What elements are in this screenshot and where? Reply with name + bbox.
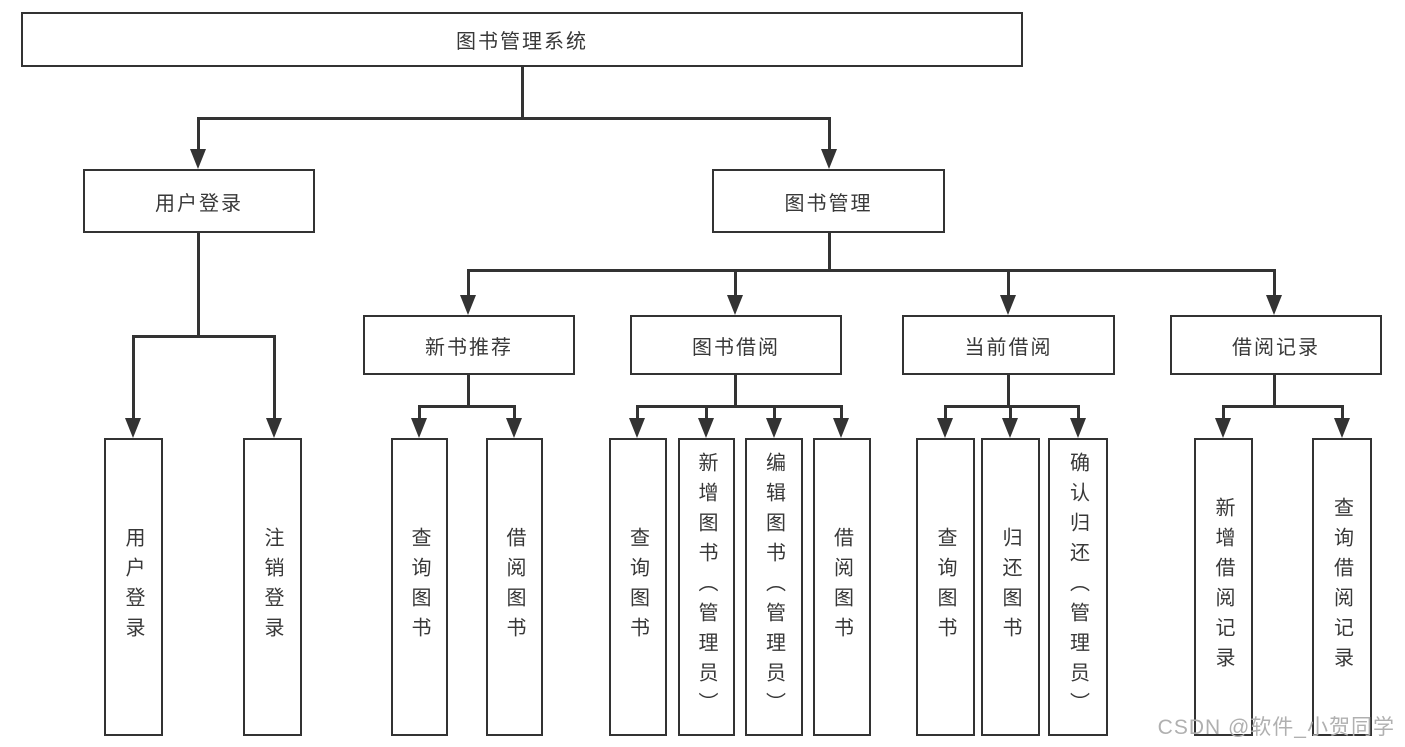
arrow-down-icon xyxy=(698,418,714,438)
node-label: 新书推荐 xyxy=(425,336,513,359)
leaf-edit-books-admin: 编辑图书（管理员） xyxy=(745,438,803,736)
connector-line xyxy=(417,404,421,426)
arrow-down-icon xyxy=(1266,295,1282,315)
node-user-login: 用户登录 xyxy=(83,169,315,233)
connector-line xyxy=(132,334,275,338)
node-library-system: 图书管理系统 xyxy=(21,12,1023,67)
node-label: 借阅记录 xyxy=(1232,336,1320,359)
arrow-down-icon xyxy=(460,295,476,315)
node-label: 借阅图书 xyxy=(503,527,525,647)
arrow-down-icon xyxy=(1215,418,1231,438)
connector-line xyxy=(196,233,200,338)
node-label: 新增借阅记录 xyxy=(1212,497,1234,677)
connector-line xyxy=(827,116,831,153)
node-label: 借阅图书 xyxy=(830,527,853,647)
connector-line xyxy=(827,232,831,272)
arrow-down-icon xyxy=(1000,295,1016,315)
connector-line xyxy=(512,404,516,426)
connector-line xyxy=(636,404,842,408)
node-label: 图书管理系统 xyxy=(456,31,588,53)
arrow-down-icon xyxy=(190,149,206,169)
leaf-query-borrow-record: 查询借阅记录 xyxy=(1312,438,1372,736)
node-label: 注销登录 xyxy=(261,527,283,647)
connector-line xyxy=(197,116,831,120)
leaf-borrow-books: 借阅图书 xyxy=(486,438,543,736)
csdn-watermark: CSDN @软件_小贺同学 xyxy=(1157,716,1395,739)
leaf-add-borrow-record: 新增借阅记录 xyxy=(1194,438,1253,736)
leaf-borrow-books: 借阅图书 xyxy=(813,438,871,736)
leaf-confirm-return-admin: 确认归还（管理员） xyxy=(1048,438,1108,736)
connector-line xyxy=(466,268,470,302)
node-label: 查询图书 xyxy=(934,527,956,647)
arrow-down-icon xyxy=(266,418,282,438)
connector-line xyxy=(1006,268,1010,302)
arrow-down-icon xyxy=(411,418,427,438)
node-book-management: 图书管理 xyxy=(712,169,945,233)
connector-line xyxy=(1221,404,1225,426)
connector-line xyxy=(1006,375,1010,408)
connector-line xyxy=(635,404,639,426)
connector-line xyxy=(272,334,276,423)
node-label: 查询借阅记录 xyxy=(1330,497,1353,677)
node-label: 用户登录 xyxy=(155,192,243,215)
leaf-return-books: 归还图书 xyxy=(981,438,1040,736)
connector-line xyxy=(733,268,737,302)
arrow-down-icon xyxy=(629,418,645,438)
node-label: 当前借阅 xyxy=(964,336,1053,359)
node-label: 用户登录 xyxy=(122,527,144,647)
leaf-logout: 注销登录 xyxy=(243,438,302,736)
connector-line xyxy=(772,404,776,426)
node-label: 查询图书 xyxy=(408,527,430,647)
node-borrow-records: 借阅记录 xyxy=(1170,315,1382,375)
leaf-query-books: 查询图书 xyxy=(916,438,975,736)
arrow-down-icon xyxy=(125,418,141,438)
connector-line xyxy=(704,404,708,426)
arrow-down-icon xyxy=(1002,418,1018,438)
node-label: 编辑图书（管理员） xyxy=(762,452,785,722)
arrow-down-icon xyxy=(821,149,837,169)
arrow-down-icon xyxy=(937,418,953,438)
arrow-down-icon xyxy=(506,418,522,438)
node-label: 新增图书（管理员） xyxy=(695,452,717,722)
connector-line xyxy=(1222,404,1343,408)
node-label: 图书管理 xyxy=(784,192,873,215)
node-book-borrow: 图书借阅 xyxy=(630,315,842,375)
connector-line xyxy=(196,116,200,153)
node-label: 查询图书 xyxy=(626,527,649,647)
connector-line xyxy=(733,375,737,408)
arrow-down-icon xyxy=(1070,418,1086,438)
arrow-down-icon xyxy=(833,418,849,438)
connector-line xyxy=(943,404,947,426)
connector-line xyxy=(418,404,515,408)
node-label: 归还图书 xyxy=(999,527,1021,647)
connector-line xyxy=(1272,268,1276,302)
connector-line xyxy=(1008,404,1012,426)
node-new-book-recommend: 新书推荐 xyxy=(363,315,575,375)
leaf-user-login: 用户登录 xyxy=(104,438,163,736)
node-current-borrow: 当前借阅 xyxy=(902,315,1115,375)
leaf-query-books: 查询图书 xyxy=(609,438,667,736)
connector-line xyxy=(466,375,470,408)
connector-line xyxy=(839,404,843,426)
connector-line xyxy=(131,334,135,423)
arrow-down-icon xyxy=(727,295,743,315)
connector-line xyxy=(944,404,1079,408)
connector-line xyxy=(520,67,524,119)
leaf-add-books-admin: 新增图书（管理员） xyxy=(678,438,735,736)
node-label: 图书借阅 xyxy=(692,336,780,359)
connector-line xyxy=(1340,404,1344,426)
connector-line xyxy=(467,268,1275,272)
arrow-down-icon xyxy=(1334,418,1350,438)
connector-line xyxy=(1272,375,1276,408)
leaf-query-books: 查询图书 xyxy=(391,438,448,736)
connector-line xyxy=(1076,404,1080,426)
arrow-down-icon xyxy=(766,418,782,438)
node-label: 确认归还（管理员） xyxy=(1066,452,1089,722)
